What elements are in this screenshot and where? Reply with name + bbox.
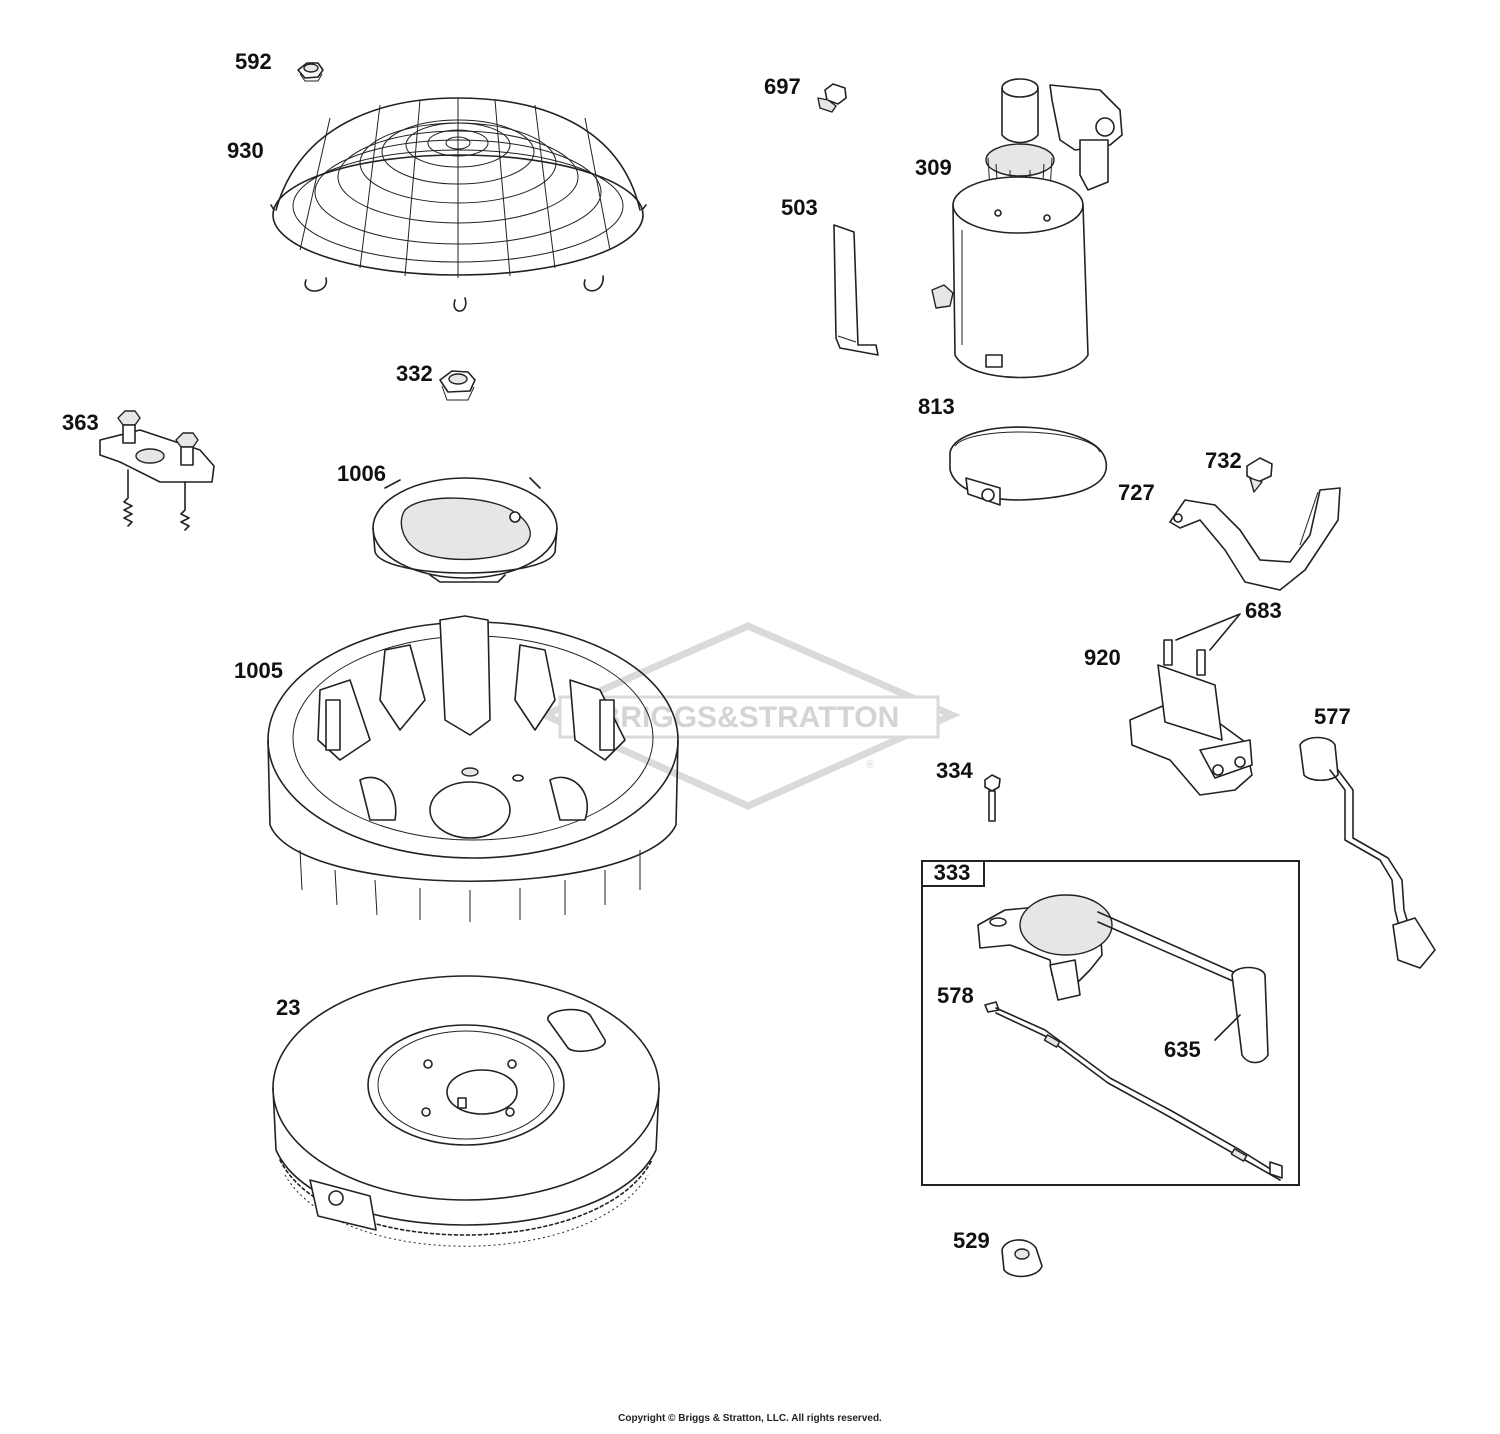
callout-1006[interactable]: 1006	[337, 461, 386, 486]
callout-578[interactable]: 578	[937, 983, 974, 1008]
part-727-bracket	[1169, 487, 1341, 591]
callout-334[interactable]: 334	[936, 758, 973, 783]
callout-732[interactable]: 732	[1205, 448, 1242, 473]
watermark-registered-mark: ®	[866, 759, 874, 771]
callout-529[interactable]: 529	[953, 1228, 990, 1253]
callout-697[interactable]: 697	[764, 74, 801, 99]
part-363-bracket	[99, 410, 215, 531]
callout-683[interactable]: 683	[1245, 598, 1282, 623]
brand-watermark-logo: BRIGGS&STRATTON ®	[536, 622, 961, 810]
callout-23[interactable]: 23	[276, 995, 301, 1020]
part-813-strap	[949, 426, 1108, 506]
callout-1005[interactable]: 1005	[234, 658, 283, 683]
part-697-plug	[817, 83, 847, 113]
callout-363[interactable]: 363	[62, 410, 99, 435]
part-1006-baffle	[372, 477, 558, 583]
part-309-starter	[931, 78, 1123, 379]
part-334-screw	[984, 774, 1001, 822]
part-23-flywheel	[272, 975, 660, 1247]
callout-635[interactable]: 635	[1164, 1037, 1201, 1062]
callout-930[interactable]: 930	[227, 138, 264, 163]
part-529-grommet	[1001, 1239, 1043, 1278]
callout-592[interactable]: 592	[235, 49, 272, 74]
callout-332[interactable]: 332	[396, 361, 433, 386]
callout-503[interactable]: 503	[781, 195, 818, 220]
callout-727[interactable]: 727	[1118, 480, 1155, 505]
kit-label-333[interactable]: 333	[921, 860, 985, 887]
part-930-screen	[270, 97, 647, 312]
watermark-text: BRIGGS&STRATTON	[599, 701, 900, 734]
part-333-armature	[977, 894, 1269, 1064]
copyright-footer: Copyright © Briggs & Stratton, LLC. All …	[618, 1413, 882, 1424]
callout-813[interactable]: 813	[918, 394, 955, 419]
callout-577[interactable]: 577	[1314, 704, 1351, 729]
callout-920[interactable]: 920	[1084, 645, 1121, 670]
part-577-plug-lead	[1299, 736, 1436, 969]
part-592-nut	[297, 62, 324, 82]
ignition-kit-box	[921, 860, 1300, 1186]
part-732-screw	[1246, 457, 1273, 493]
part-578-ground-wire	[984, 1001, 1283, 1181]
callout-309[interactable]: 309	[915, 155, 952, 180]
part-1005-fan	[267, 615, 679, 922]
part-920-rectifier	[1129, 613, 1253, 796]
part-332-nut	[439, 370, 476, 401]
leader-635	[1214, 1014, 1241, 1041]
part-503-shield	[833, 224, 879, 356]
